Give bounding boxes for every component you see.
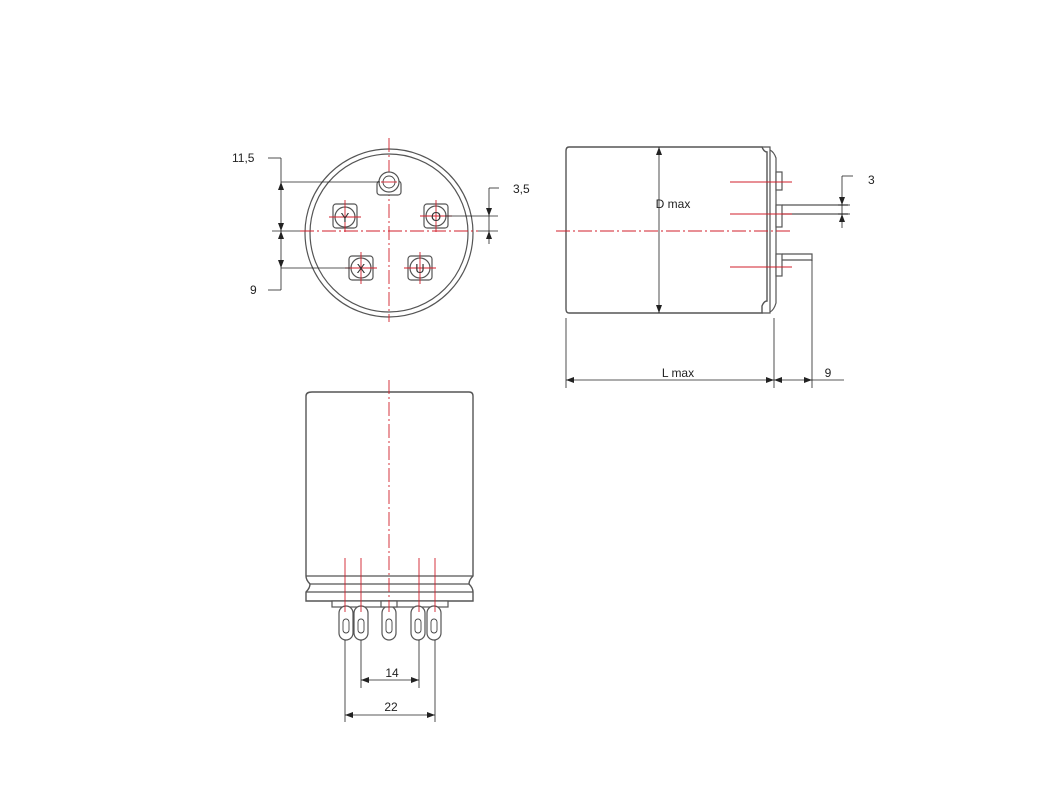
pin-thickness-label: 3 [868, 173, 875, 187]
length-label: L max [662, 366, 694, 380]
can-inner-circle [309, 153, 469, 313]
dim-lower-label: 9 [250, 283, 257, 297]
terminal-top [376, 171, 402, 196]
front-pins [338, 600, 442, 641]
outer-pitch-label: 22 [384, 700, 398, 714]
dim-upper-label: 11,5 [232, 151, 255, 165]
side-can-rim [762, 146, 771, 314]
dimension-offset: 3,5 [445, 182, 530, 244]
terminal-y: Y [329, 200, 361, 232]
terminal-o-label: O [431, 209, 441, 224]
dim-offset-label: 3,5 [513, 182, 530, 196]
diameter-label: D max [656, 197, 691, 211]
top-view: Y O X U [232, 138, 530, 322]
side-can-body [565, 146, 768, 314]
inner-pitch-label: 14 [385, 666, 399, 680]
terminal-u-label: U [415, 261, 424, 276]
side-terminal-pin [782, 204, 848, 261]
terminal-u: U [404, 252, 436, 284]
side-view: D max 3 L max 9 [556, 146, 875, 388]
terminal-o: O [420, 200, 452, 232]
front-can-body [305, 391, 474, 602]
dimension-left: 11,5 9 [232, 151, 380, 297]
pin-length-label: 9 [825, 366, 832, 380]
front-view: 14 22 [305, 380, 474, 722]
terminal-y-label: Y [341, 210, 350, 225]
terminal-x-label: X [357, 261, 366, 276]
